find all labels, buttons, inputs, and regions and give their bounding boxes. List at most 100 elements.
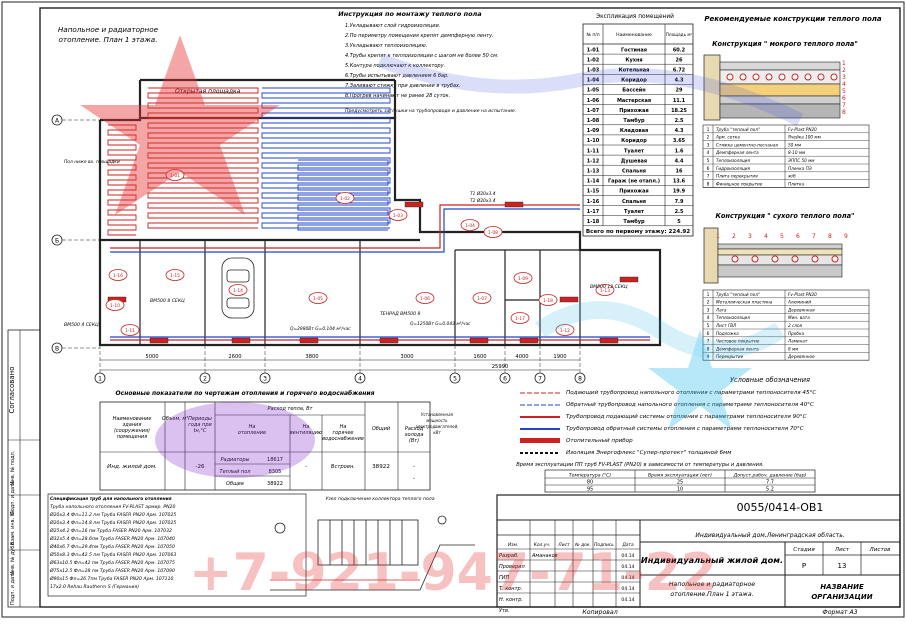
plan-label: ВМ500 8 СЕКЦ	[150, 298, 185, 304]
spec-line: Ø20х3.4 Фл=14.8 пм Труба FASER PN20 Арм.…	[49, 519, 176, 526]
room-marker-label: 1-17	[515, 316, 525, 322]
garage-car-icon	[221, 257, 255, 319]
explication-room-name: Гостиная	[621, 47, 647, 53]
explication-room-name: Прихожая	[619, 189, 649, 195]
indicators-header: Навентиляцию	[290, 424, 323, 436]
legend-table-header: Время эксплуатации (лет)	[648, 473, 712, 479]
room-marker	[120, 324, 140, 336]
construction-legend-value: Fv-Plast PN20	[788, 292, 817, 297]
dimension-value: 1900	[553, 354, 566, 360]
instruction-title: Инструкция по монтажу теплого пола	[338, 10, 481, 18]
explication-table: Экспликация помещений № п/п Наименование…	[582, 13, 694, 237]
indicators-table: Основные показатели по чертежам отоплени…	[99, 390, 458, 491]
legend-block: Условные обозначения Подающий трубопрово…	[516, 376, 816, 493]
titleblock-date: 04.14	[621, 575, 634, 581]
radiator	[559, 296, 579, 303]
explication-room-name: Туалет	[624, 209, 644, 215]
dimension-value: 1600	[473, 354, 486, 360]
construction-legend-num: 5	[707, 158, 710, 164]
construction-legend-value: Деревянное	[787, 354, 815, 359]
construction-legend-value: ЭППС 50 мм	[787, 158, 814, 163]
construction-legend-value: Fv-Plast PN20	[788, 127, 817, 132]
construction-legend-name: Теплоизоляция	[716, 158, 750, 163]
indicators-sub-name: Теплый пол	[220, 469, 252, 475]
explication-room-num: 1-15	[587, 189, 600, 195]
left-strip-label: Подп. и дата	[10, 481, 16, 515]
axis-letter: В	[55, 346, 59, 353]
explication-total: Всего по первому этажу: 224.92	[586, 229, 690, 235]
instruction-line: 7.Заливают стяжку при давлении в трубах.	[345, 83, 461, 89]
explication-room-name: Коридор	[621, 78, 647, 84]
construction-legend-value: Плитка	[788, 181, 805, 186]
explication-room-num: 1-16	[587, 199, 600, 205]
construction-legend-name: Плита перекрытия	[716, 174, 758, 179]
spec-title: Спецификация труб для напольного отоплен…	[50, 495, 172, 502]
radiator	[504, 201, 524, 208]
explication-room-num: 1-18	[587, 219, 600, 225]
construction-legend-num: 3	[707, 307, 710, 313]
explication-room-num: 1-13	[587, 169, 600, 175]
room-marker-label: 1-13	[600, 288, 610, 294]
explication-room-area: 4.3	[675, 128, 684, 134]
instruction-block: Инструкция по монтажу теплого пола 1.Укл…	[338, 10, 516, 114]
axis-letter: Б	[55, 238, 59, 245]
construction-legend-num: 4	[707, 150, 710, 156]
instruction-line: 5.Контура подключают к коллектору.	[345, 63, 445, 69]
explication-room-name: Туалет	[624, 148, 644, 154]
explication-room-num: 1-05	[587, 88, 600, 94]
spec-line: Ø50х8.3 Фл=42.5 пм Труба FASER PN20 Арм.…	[49, 551, 176, 558]
legend-item-text: Отопительный прибор	[566, 438, 633, 444]
room-marker-label: 1-05	[313, 296, 323, 302]
construction-legend-num: 5	[707, 323, 710, 329]
axis-number: 8	[578, 376, 582, 383]
legend-table-header: Допуст.рабоч. давление (бар)	[733, 473, 807, 479]
radiator	[519, 337, 539, 344]
vertical-agreed-label: Согласовано	[8, 366, 16, 413]
wet-floor-title: Конструкция " мокрого теплого пола"	[712, 40, 858, 48]
room-marker-label: 1-04	[465, 223, 475, 229]
spec-line: Ø40х6.7 Фл=29.4пм Труба FASER PN20 Арм. …	[49, 543, 175, 550]
indicators-sub-name: Радиаторы	[221, 457, 250, 463]
left-strip-label: Подп. и дата	[10, 571, 16, 605]
wet-callout-number: 8	[842, 109, 846, 116]
legend-table-cell: 80	[587, 480, 593, 486]
left-strip-label: Инв. № подл.	[10, 450, 16, 485]
explication-room-name: Тамбур	[623, 218, 645, 225]
construction-legend-value: 8 мм	[788, 346, 798, 351]
dry-callout-number: 4	[764, 233, 768, 240]
collector-detail: Узел подключения коллектора теплого пола	[270, 496, 475, 591]
copied-label: Копировал	[582, 609, 617, 616]
spec-line: Ø20х3.4 Фл=11.2 пм Труба FASER PN20 Арм.…	[49, 511, 176, 518]
axis-number: 5	[453, 376, 457, 383]
construction-legend-name: Труба "теплый пол"	[716, 292, 760, 297]
room-marker-label: 1-08	[488, 230, 498, 236]
axis-number: 4	[358, 376, 362, 383]
titleblock-role: Утв.	[499, 608, 510, 614]
construction-legend-num: 1	[707, 127, 710, 133]
stage-header: Стадия	[793, 547, 815, 553]
construction-legend-num: 3	[707, 142, 710, 148]
construction-legend-value: Пленка ПЭ	[788, 166, 812, 171]
room-marker-label: 1-06	[420, 296, 430, 302]
construction-legend-value: 2 слоя	[788, 323, 803, 328]
room-marker-label: 1-12	[560, 328, 570, 334]
indicators-sub-name: Общее	[226, 481, 244, 487]
left-strip: Согласовано Инв. № подл.Подп. и датаВзам…	[7, 329, 41, 608]
spec-line: Труба напольного отопления FV-PLAST арми…	[50, 504, 175, 510]
explication-room-name: Спальня	[622, 199, 646, 205]
explication-room-name: Прихожая	[619, 108, 649, 114]
titleblock-role: Н. контр.	[499, 597, 523, 603]
radiator	[149, 337, 169, 344]
titleblock-col-header: № док.	[574, 542, 591, 548]
construction-legend-name: Гидроизоляция	[716, 166, 750, 171]
explication-header-num: № п/п	[586, 32, 599, 38]
inner-frame	[39, 7, 901, 608]
dimension-value: 2600	[228, 354, 241, 360]
construction-legend-name: Подложка	[716, 331, 739, 336]
org-line: Индивидуальный дом,Ленинградская область…	[695, 532, 844, 539]
plan-title-line-2: отопление. План 1 этажа.	[58, 35, 157, 44]
wet-callout-number: 7	[842, 102, 846, 109]
explication-room-area: 16	[676, 169, 683, 175]
